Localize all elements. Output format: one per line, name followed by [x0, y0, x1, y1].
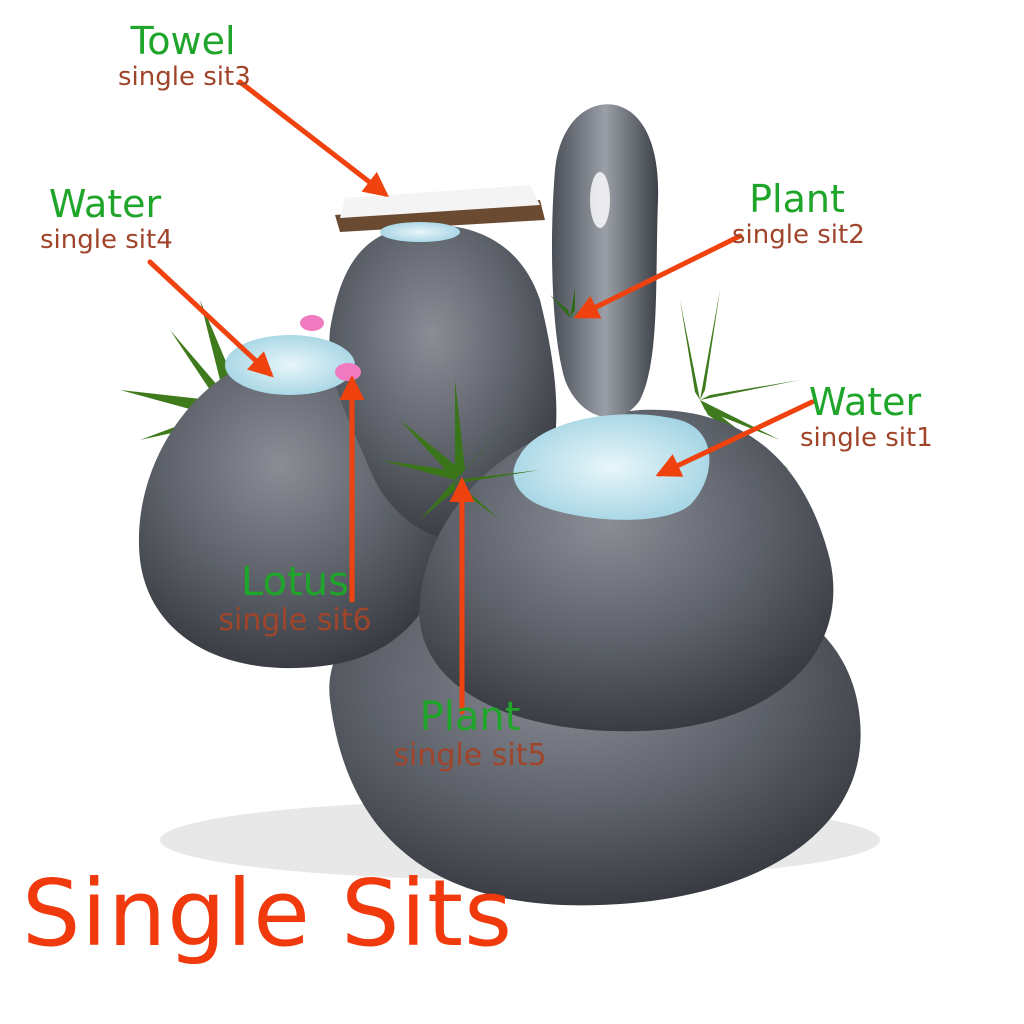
page-title: Single Sits: [22, 860, 514, 967]
label-sit3: Towel single sit3: [118, 19, 251, 92]
label-sit1-name: Water: [808, 380, 922, 424]
label-sit3-sub: single sit3: [118, 62, 251, 92]
label-sit5: Plant single sit5: [385, 697, 555, 771]
label-sit1-sub: single sit1: [800, 423, 933, 453]
label-sit6-sub: single sit6: [218, 603, 372, 638]
label-sit2: Plant single sit2: [732, 177, 865, 250]
label-sit3-name: Towel: [130, 19, 236, 63]
arrow-sit3: [237, 79, 389, 198]
arrow-sit1: [655, 399, 815, 477]
lotus-flower-top: [300, 315, 324, 331]
label-sit4-name: Water: [48, 182, 162, 226]
pool-sit1: [513, 414, 710, 520]
label-sit5-sub: single sit5: [393, 738, 547, 773]
label-sit5-name: Plant: [419, 694, 521, 740]
towel: [340, 185, 540, 218]
label-sit6-name: Lotus: [241, 559, 349, 605]
label-sit2-name: Plant: [749, 177, 845, 221]
label-sit2-sub: single sit2: [732, 220, 865, 250]
label-sit6: Lotus single sit6: [210, 562, 380, 636]
arrow-sit2: [573, 233, 743, 319]
label-sit1: Water single sit1: [800, 380, 933, 453]
label-sit4: Water single sit4: [40, 182, 173, 255]
arrow-sit4: [147, 259, 274, 378]
fern-center: [380, 380, 540, 520]
pool-top: [380, 222, 460, 242]
label-sit4-sub: single sit4: [40, 225, 173, 255]
pool-sit4: [225, 335, 355, 395]
lotus-flower-sit6: [335, 363, 361, 381]
waterfall-pillar: [552, 104, 659, 418]
arrows: [147, 79, 815, 715]
waterfall-glow: [590, 172, 610, 228]
